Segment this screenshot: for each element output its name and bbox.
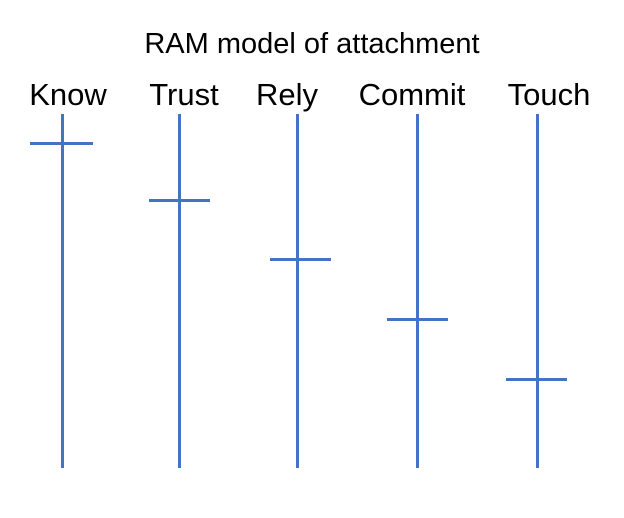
stage-stem-know bbox=[61, 114, 64, 468]
stage-crossbar-commit bbox=[387, 318, 448, 321]
page-title: RAM model of attachment bbox=[144, 28, 480, 60]
stage-stem-commit bbox=[416, 114, 419, 468]
stage-stem-trust bbox=[178, 114, 181, 468]
stage-crossbar-trust bbox=[149, 199, 210, 202]
stage-label-commit: Commit bbox=[358, 77, 466, 112]
stage-crossbar-rely bbox=[270, 258, 331, 261]
stage-stem-touch bbox=[536, 114, 539, 468]
stage-label-know: Know bbox=[29, 77, 107, 112]
stage-label-rely: Rely bbox=[255, 77, 318, 112]
stage-stem-rely bbox=[296, 114, 299, 468]
stage-crossbar-touch bbox=[506, 378, 567, 381]
stage-label-touch: Touch bbox=[507, 77, 591, 112]
stage-crossbar-know bbox=[30, 142, 93, 145]
stage-label-trust: Trust bbox=[149, 77, 219, 112]
